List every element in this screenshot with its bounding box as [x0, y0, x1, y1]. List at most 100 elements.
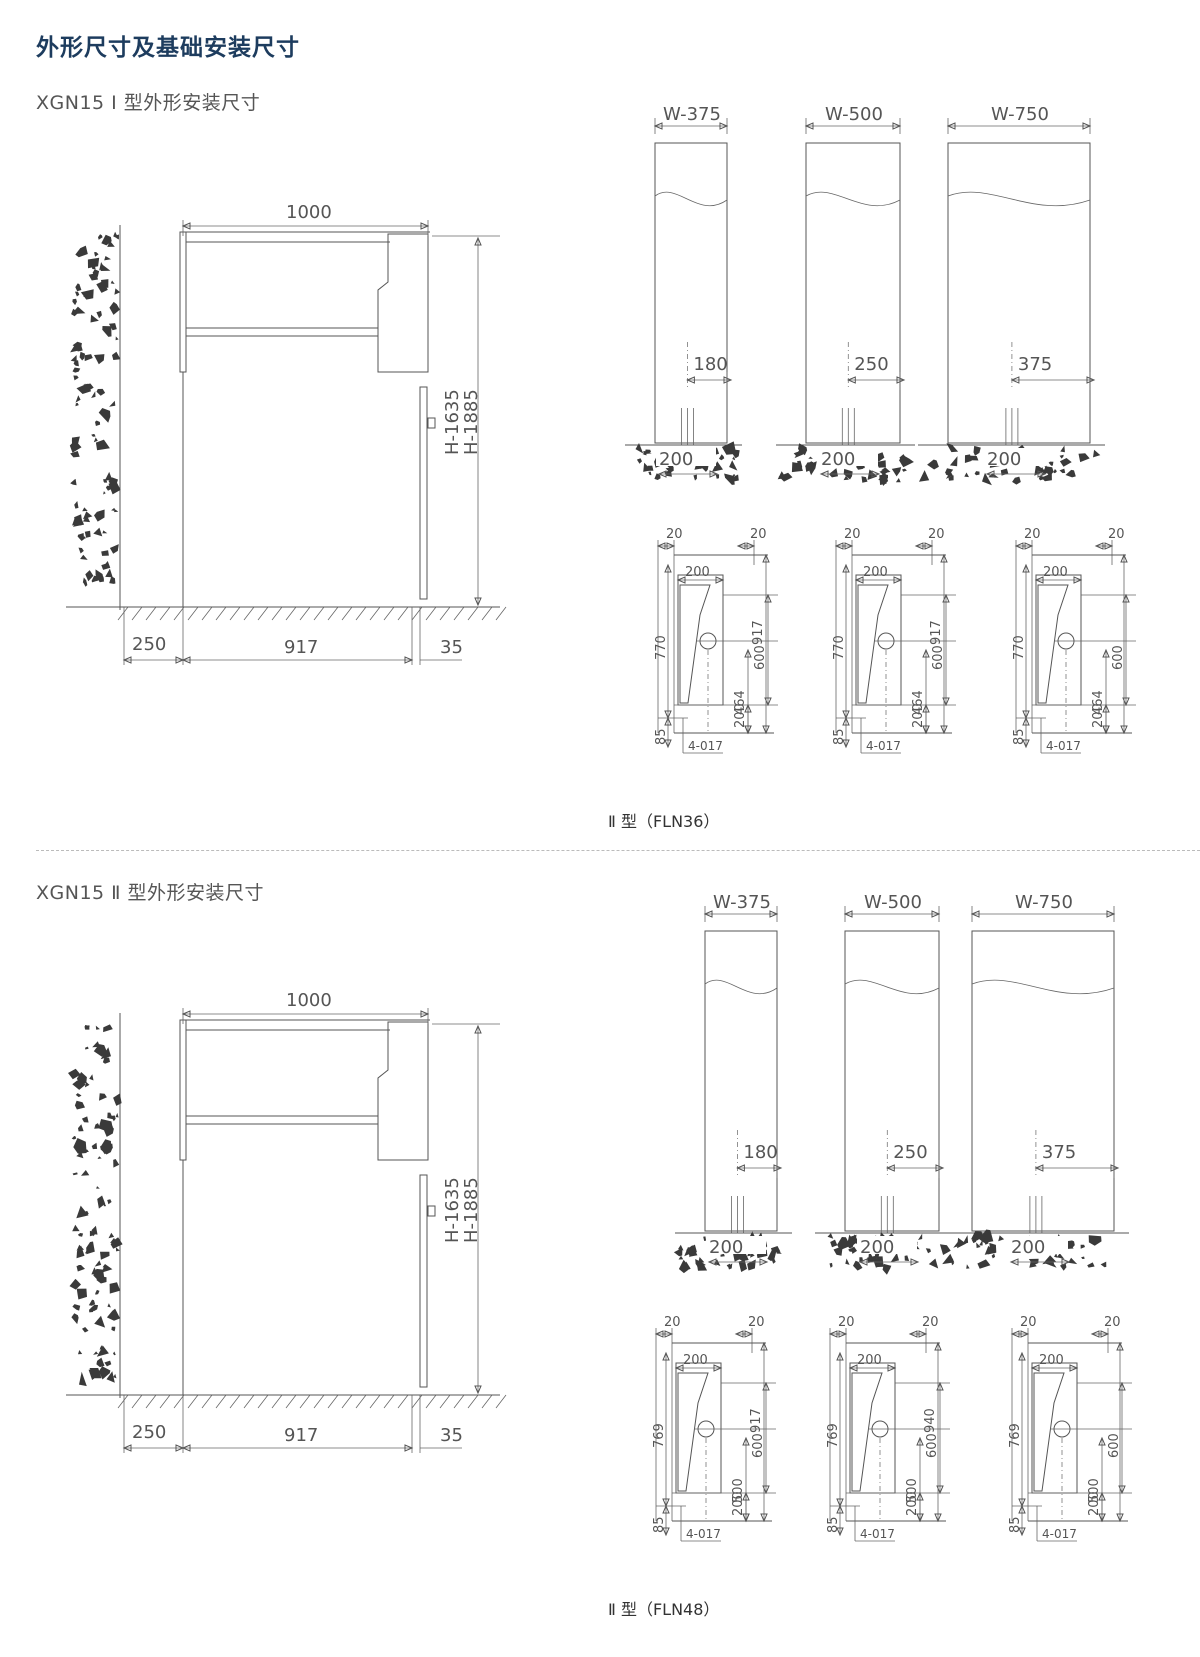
arrow-head	[942, 593, 950, 603]
arrow-head	[656, 542, 666, 550]
arrow-head	[916, 1491, 924, 1501]
rubble-stone	[109, 301, 120, 315]
arrow-head	[1014, 542, 1024, 550]
arrow-head	[742, 1513, 750, 1523]
dimension-inner: 200	[857, 1353, 882, 1368]
rubble-stone	[1081, 1256, 1085, 1259]
rubble-stone	[76, 1072, 87, 1085]
arrow-head	[908, 1330, 918, 1338]
dimension-width: 1000	[286, 202, 332, 223]
rubble-stone	[78, 1124, 84, 1132]
hole-label: 4-017	[866, 739, 901, 753]
rubble-stone	[75, 1093, 82, 1098]
rubble-stone	[81, 1170, 90, 1176]
dimension-mid: 464	[1091, 690, 1106, 715]
rubble-stone	[942, 1253, 955, 1265]
rubble-stone	[977, 1259, 991, 1269]
rubble-stone	[94, 252, 99, 257]
rubble-stone	[1012, 476, 1021, 485]
rubble-stone	[971, 1231, 984, 1241]
rubble-stone	[73, 360, 79, 367]
rubble-stone	[95, 569, 105, 583]
rubble-stone	[97, 1195, 106, 1209]
arrow-head	[769, 910, 779, 918]
arrow-head	[858, 1258, 868, 1266]
arrow-head	[1118, 1381, 1126, 1391]
arrow-head	[838, 1330, 848, 1338]
rubble-stone	[108, 1232, 115, 1239]
arrow-head	[474, 236, 482, 246]
column-outline	[844, 930, 940, 1232]
hatch-line	[215, 1394, 227, 1409]
arrow-head	[664, 563, 672, 573]
rubble-stone	[76, 1288, 87, 1300]
hatch-line	[173, 606, 185, 621]
rubble-stone	[111, 1326, 116, 1332]
rubble-stone	[95, 439, 110, 451]
rubble-stone	[113, 1159, 120, 1168]
arrow-head	[742, 1436, 750, 1446]
rubble-stone	[712, 461, 723, 472]
arrow-head	[844, 542, 854, 550]
dimension-base: 200	[1011, 1237, 1045, 1258]
rubble-stone	[94, 509, 105, 522]
rubble-stone	[1080, 1244, 1085, 1249]
rubble-stone	[925, 1248, 931, 1254]
rubble-stone	[95, 1289, 100, 1295]
rubble-stone	[904, 1255, 910, 1261]
rubble-stone	[890, 1252, 899, 1263]
label-bg	[818, 448, 878, 466]
dimension-20: 20	[1104, 1315, 1121, 1330]
arrow-head	[122, 656, 132, 664]
arrow-head	[1022, 739, 1030, 749]
rubble-stone	[974, 471, 980, 476]
rubble-stone	[880, 473, 889, 486]
arrow-head	[1098, 1491, 1106, 1501]
arrow-head	[1018, 1527, 1026, 1537]
rubble-stone	[111, 1115, 116, 1122]
dimension-600: 600	[925, 1433, 940, 1458]
dimension-20: 20	[666, 527, 683, 542]
arrow-head	[1037, 470, 1047, 478]
arrow-head	[914, 542, 924, 550]
dimension-mid: 500	[1087, 1478, 1102, 1503]
arrow-head	[773, 1164, 783, 1172]
dimension-20: 20	[838, 1315, 855, 1330]
rubble-stone	[91, 1231, 96, 1237]
hatch-line	[369, 606, 381, 621]
rubble-stone	[96, 1186, 100, 1189]
rubble-stone	[861, 476, 868, 483]
rubble-stone	[693, 474, 697, 481]
rubble-stone	[964, 472, 969, 478]
dimension-770: 769	[1008, 1423, 1023, 1448]
dimension-inner: 200	[863, 565, 888, 580]
hatch-line	[327, 1394, 339, 1409]
rubble-stone	[1059, 468, 1066, 474]
dimension-600: 600	[751, 1433, 766, 1458]
arrow-head	[1061, 1258, 1071, 1266]
arrow-head	[1018, 1351, 1026, 1361]
rubble-stone	[837, 1237, 851, 1251]
rubble-stone	[79, 351, 86, 361]
arrow-head	[1122, 593, 1130, 603]
rubble-stone	[84, 1081, 90, 1088]
rubble-stone	[654, 473, 661, 480]
rubble-stone	[732, 456, 736, 461]
hatch-line	[453, 1394, 465, 1409]
rubble-stone	[808, 456, 813, 459]
dimension-mid: 917	[284, 1425, 318, 1446]
rubble-stone	[991, 1253, 996, 1259]
rubble-stone	[793, 451, 801, 456]
rubble-stone	[106, 1308, 121, 1321]
page-title: 外形尺寸及基础安装尺寸	[36, 35, 300, 61]
rubble-stone	[71, 1313, 79, 1325]
arrow-head	[1110, 1164, 1120, 1172]
rubble-stone	[105, 568, 113, 578]
column-outline	[704, 930, 778, 1232]
arrow-head	[942, 697, 950, 707]
rubble-stone	[798, 443, 808, 456]
dimension-offset: 250	[854, 354, 888, 375]
dimension-height: H-1885	[461, 389, 482, 455]
rubble-stone	[732, 474, 736, 477]
